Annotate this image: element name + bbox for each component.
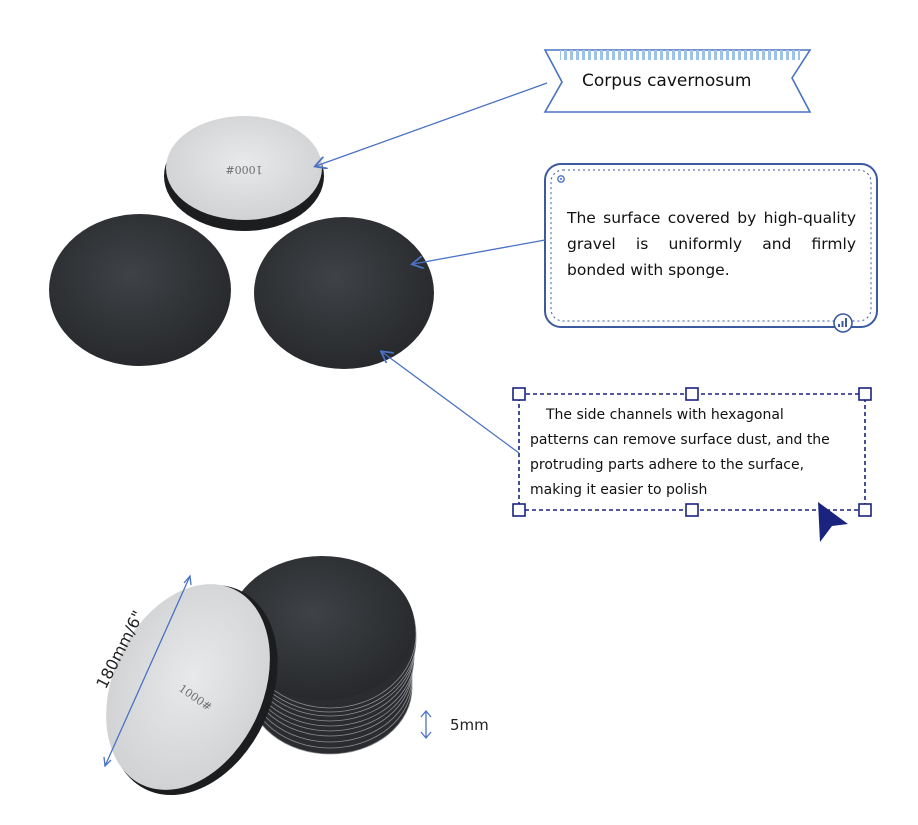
- signal-icon: [833, 313, 853, 333]
- grit-marking-top: 1000#: [225, 163, 262, 176]
- ribbon-label: Corpus cavernosum: [582, 71, 752, 91]
- thickness-label: 5mm: [450, 716, 489, 734]
- note-frame: [544, 163, 878, 333]
- channels-note-text: The side channels with hexagonal pattern…: [530, 407, 830, 498]
- diameter-arrow: [103, 574, 192, 768]
- arrow-cursor-icon: [818, 502, 848, 542]
- disc-front-light: 1000#: [106, 584, 278, 796]
- leader-line-ribbon: [316, 82, 548, 166]
- disc-left-dark: [49, 214, 231, 366]
- selection-box: [512, 387, 872, 517]
- double-arrow-icon: [420, 709, 432, 740]
- surface-note-text: The surface covered by high-quality grav…: [567, 209, 856, 279]
- ribbon-banner: [543, 49, 812, 113]
- disc-right-dark: [254, 217, 434, 369]
- leader-line-surface: [413, 239, 546, 264]
- gear-icon: [557, 175, 565, 183]
- leader-line-channels: [382, 352, 520, 454]
- disc-top-light: 1000#: [164, 116, 324, 231]
